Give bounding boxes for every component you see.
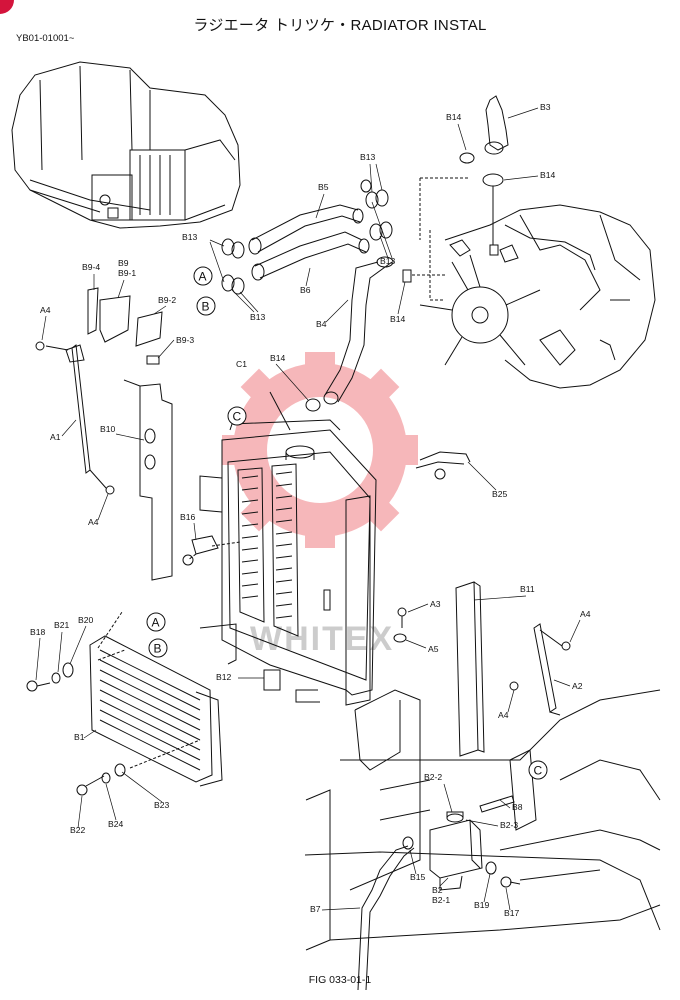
- bar-b11: [455, 581, 479, 757]
- label-b8: B8: [512, 802, 523, 812]
- label-b19: B19: [474, 900, 490, 910]
- callout-b-lower: [148, 638, 168, 658]
- label-a2: A2: [572, 681, 583, 691]
- radiator-c1: [199, 419, 377, 706]
- watermark-gear-icon: [222, 352, 418, 548]
- label-b6: B6: [300, 285, 311, 295]
- label-a5: A5: [428, 644, 439, 654]
- reserve-tank-b2: [429, 811, 483, 891]
- pipe-b25: [415, 451, 471, 469]
- callout-c-upper-label: C: [233, 410, 242, 424]
- callout-a-upper-label: A: [199, 270, 207, 284]
- callout-markers: A B C A B C: [146, 266, 548, 780]
- label-b23: B23: [154, 800, 170, 810]
- label-b9-4: B9-4: [82, 262, 100, 272]
- hose-b4: [324, 261, 393, 403]
- label-b13-top: B13: [360, 152, 376, 162]
- label-leaders: [35, 107, 581, 911]
- part-labels: B3 B14 B14 B13 B5 B13 B13 B6 B13 B14 B4 …: [30, 102, 591, 918]
- block-b12: [263, 669, 281, 691]
- panel-b10: [139, 383, 173, 581]
- label-b13-right: B13: [380, 256, 396, 266]
- rod-a2: [533, 623, 557, 713]
- label-b10: B10: [100, 424, 116, 434]
- callout-c-lower-label: C: [534, 764, 543, 778]
- label-b21: B21: [54, 620, 70, 630]
- label-b9-1: B9-1: [118, 268, 136, 278]
- clamps-b13: [221, 179, 393, 295]
- machine-overview: [11, 61, 241, 229]
- label-b22: B22: [70, 825, 86, 835]
- label-a4-lower: A4: [498, 710, 509, 720]
- serial-range: YB01-01001~: [16, 33, 75, 44]
- engine-assembly: [419, 204, 656, 389]
- label-b3: B3: [540, 102, 551, 112]
- callout-b-lower-label: B: [154, 642, 162, 656]
- label-b9-3: B9-3: [176, 335, 194, 345]
- label-b13-left: B13: [182, 232, 198, 242]
- callout-a-lower: [146, 612, 166, 632]
- label-b13-lower: B13: [250, 312, 266, 322]
- hose-b7: [357, 845, 415, 991]
- rod-b8: [479, 795, 515, 813]
- leader-c1: [269, 391, 291, 431]
- label-a3: A3: [430, 599, 441, 609]
- label-a1: A1: [50, 432, 61, 442]
- label-b12: B12: [216, 672, 232, 682]
- label-b18: B18: [30, 627, 46, 637]
- bracket-b16: [191, 535, 219, 555]
- label-b9: B9: [118, 258, 129, 268]
- callout-b-upper-label: B: [202, 300, 210, 314]
- label-b9-2: B9-2: [158, 295, 176, 305]
- label-c1: C1: [236, 359, 247, 369]
- callout-a-upper: [193, 266, 213, 286]
- label-b11: B11: [520, 584, 535, 594]
- label-b1: B1: [74, 732, 85, 742]
- label-b14-right: B14: [540, 170, 556, 180]
- label-b7: B7: [310, 904, 321, 914]
- label-b2-3: B2-3: [500, 820, 518, 830]
- label-b14-lower: B14: [270, 353, 286, 363]
- label-a4-right: A4: [580, 609, 591, 619]
- figure-number: FIG 033-01-1: [308, 974, 372, 986]
- label-b16: B16: [180, 512, 196, 522]
- callout-c-lower: [528, 760, 548, 780]
- label-b17: B17: [504, 908, 520, 918]
- rod-a1: [71, 344, 91, 474]
- label-b25: B25: [492, 489, 508, 499]
- label-b24: B24: [108, 819, 124, 829]
- label-b5: B5: [318, 182, 329, 192]
- callout-a-lower-label: A: [152, 616, 160, 630]
- label-b4: B4: [316, 319, 327, 329]
- callout-b-upper: [196, 296, 216, 316]
- label-b20: B20: [78, 615, 94, 625]
- label-b2: B2: [432, 885, 443, 895]
- lower-frame: [304, 689, 661, 951]
- hose-b5: [251, 204, 361, 253]
- label-a4-left: A4: [88, 517, 99, 527]
- label-a4-topleft: A4: [40, 305, 51, 315]
- label-b2-1: B2-1: [432, 895, 450, 905]
- bracket-b9: [87, 287, 163, 365]
- label-b14-top: B14: [446, 112, 462, 122]
- hose-b6: [254, 231, 367, 279]
- label-b14-mid: B14: [390, 314, 406, 324]
- page-title: ラジエータ トリツケ・RADIATOR INSTAL: [193, 17, 487, 34]
- label-b2-2: B2-2: [424, 772, 442, 782]
- cooler-b1: [89, 635, 223, 787]
- callout-c-upper: [227, 406, 247, 426]
- label-b15: B15: [410, 872, 426, 882]
